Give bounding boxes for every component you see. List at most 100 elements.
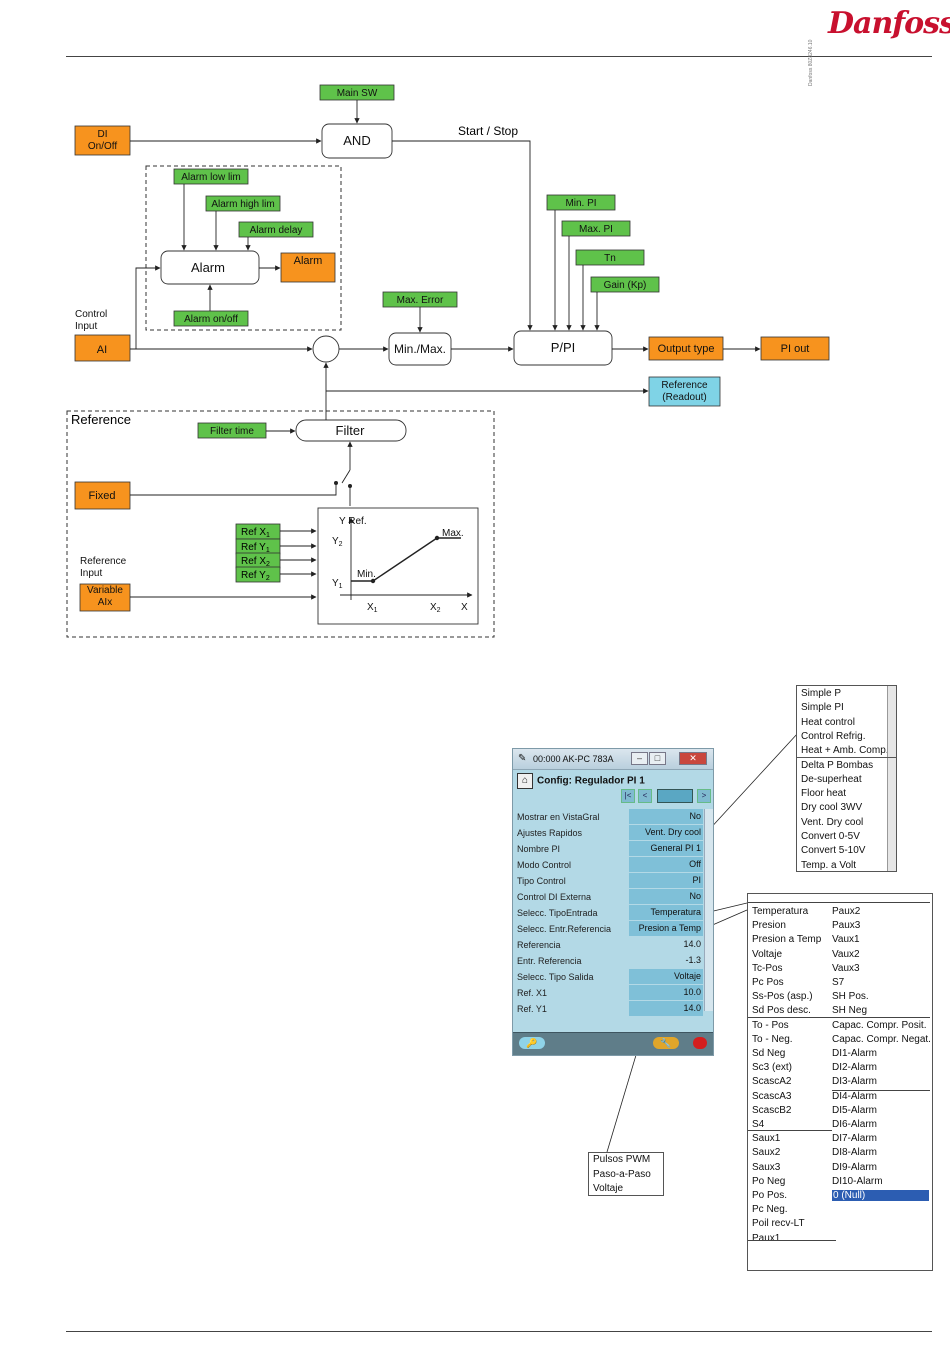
page-field[interactable] (657, 789, 693, 803)
list-item[interactable]: Heat + Amb. Comp. (801, 745, 889, 757)
list-item[interactable]: Presion (752, 920, 786, 932)
list-item[interactable]: Tc-Pos (752, 962, 783, 974)
list-item[interactable]: DI2-Alarm (832, 1062, 878, 1074)
setting-value[interactable]: 14.0 (683, 939, 701, 949)
first-page-button[interactable]: |< (621, 789, 635, 803)
list-item[interactable]: Paux1 (752, 1232, 781, 1244)
list-item[interactable]: Voltaje (752, 948, 783, 960)
window-scrollbar[interactable] (704, 809, 713, 1011)
alarm-bell-icon[interactable] (693, 1037, 707, 1049)
list-item[interactable]: S4 (752, 1119, 765, 1130)
list-item[interactable]: Sd Neg (752, 1048, 786, 1059)
list-item[interactable]: Floor heat (801, 788, 847, 800)
list-item[interactable]: Vaux1 (832, 934, 860, 946)
list-item[interactable]: Simple P (801, 688, 842, 699)
setting-value[interactable]: Voltaje (629, 969, 703, 984)
list-item[interactable]: Capac. Compr. Posit. (832, 1019, 927, 1031)
setting-value[interactable]: No (629, 809, 703, 824)
list-item[interactable]: Presion a Temp (752, 934, 822, 946)
setting-value[interactable]: Temperatura (629, 905, 703, 920)
list-item[interactable]: Ss-Pos (asp.) (752, 991, 813, 1003)
list-item[interactable]: Po Neg (752, 1175, 786, 1187)
list-item[interactable]: Pc Pos (752, 977, 784, 988)
list-item[interactable]: DI10-Alarm (832, 1175, 883, 1187)
list-item[interactable]: Pulsos PWM (593, 1154, 651, 1165)
list-item[interactable]: Delta P Bombas (801, 759, 874, 771)
setting-value[interactable]: Vent. Dry cool (629, 825, 703, 840)
setting-value[interactable]: 10.0 (629, 985, 703, 1000)
list-item[interactable]: SH Neg (832, 1005, 868, 1017)
list-item[interactable]: Sd Pos desc. (752, 1005, 811, 1017)
list-item[interactable]: SH Pos. (832, 991, 869, 1003)
list-item[interactable]: To - Neg. (752, 1033, 793, 1045)
list-item[interactable]: Saux2 (752, 1147, 781, 1159)
next-page-button[interactable]: > (697, 789, 711, 803)
list-item[interactable]: Convert 5-10V (801, 845, 866, 857)
list-item[interactable]: DI8-Alarm (832, 1147, 878, 1159)
list-item[interactable]: Voltaje (593, 1183, 624, 1194)
wrench-icon[interactable]: 🔧 (653, 1037, 679, 1049)
list-item[interactable]: Paux3 (832, 920, 861, 932)
list-item[interactable]: Paso-a-Paso (593, 1168, 651, 1180)
setting-value[interactable]: Off (629, 857, 703, 872)
list-item[interactable]: Vent. Dry cool (801, 816, 864, 828)
maximize-button[interactable]: □ (649, 752, 666, 765)
list-item[interactable]: Paux2 (832, 906, 861, 917)
setting-row[interactable]: Entr. Referencia-1.3 (517, 953, 703, 969)
list-item[interactable]: DI4-Alarm (832, 1090, 878, 1102)
list-item[interactable]: Sc3 (ext) (752, 1062, 793, 1074)
list-item[interactable]: DI5-Alarm (832, 1104, 878, 1116)
list-item[interactable]: Convert 0-5V (801, 831, 860, 842)
setting-value[interactable]: No (629, 889, 703, 904)
list-item[interactable]: ScascB2 (752, 1104, 792, 1116)
list-item[interactable]: Saux1 (752, 1133, 781, 1145)
list-item[interactable]: Dry cool 3WV (801, 802, 863, 814)
setting-value[interactable]: General PI 1 (629, 841, 703, 856)
list-item[interactable]: De-superheat (801, 773, 862, 785)
list-item[interactable]: DI3-Alarm (832, 1076, 878, 1088)
list-scrollbar[interactable] (887, 686, 896, 871)
config-window[interactable]: ✎ 00:000 AK-PC 783A – □ ✕ ⌂Config: Regul… (512, 748, 714, 1056)
prev-page-button[interactable]: < (638, 789, 652, 803)
list-item[interactable]: DI1-Alarm (832, 1048, 878, 1059)
list-item[interactable]: DI7-Alarm (832, 1133, 878, 1145)
list-item[interactable]: ScascA2 (752, 1076, 792, 1088)
list-item[interactable]: Temp. a Volt (801, 859, 857, 871)
list-item[interactable]: Pc Neg. (752, 1204, 788, 1216)
list-item[interactable]: ScascA3 (752, 1090, 792, 1102)
list-item[interactable]: DI6-Alarm (832, 1119, 878, 1130)
window-titlebar[interactable]: ✎ 00:000 AK-PC 783A – □ ✕ (513, 749, 713, 770)
setting-value[interactable]: Presion a Temp (629, 921, 703, 936)
list-item[interactable]: S7 (832, 977, 845, 988)
key-icon[interactable]: 🔑 (519, 1037, 545, 1049)
list-item[interactable]: Heat control (801, 716, 855, 728)
list-item[interactable]: Control Refrig. (801, 730, 866, 742)
list-item[interactable]: Vaux3 (832, 962, 860, 974)
list-item[interactable]: Vaux2 (832, 948, 860, 960)
minimize-button[interactable]: – (631, 752, 648, 765)
list-item[interactable]: Saux3 (752, 1161, 781, 1173)
setting-value[interactable]: 14.0 (629, 1001, 703, 1016)
home-icon[interactable]: ⌂ (517, 773, 533, 789)
list-item[interactable]: Temperatura (752, 906, 809, 917)
list-item[interactable]: DI9-Alarm (832, 1161, 878, 1173)
list-item[interactable]: Po Pos. (752, 1190, 788, 1201)
setting-value[interactable]: PI (629, 873, 703, 888)
list-item[interactable]: 0 (Null) (832, 1190, 929, 1201)
close-button[interactable]: ✕ (679, 752, 707, 765)
